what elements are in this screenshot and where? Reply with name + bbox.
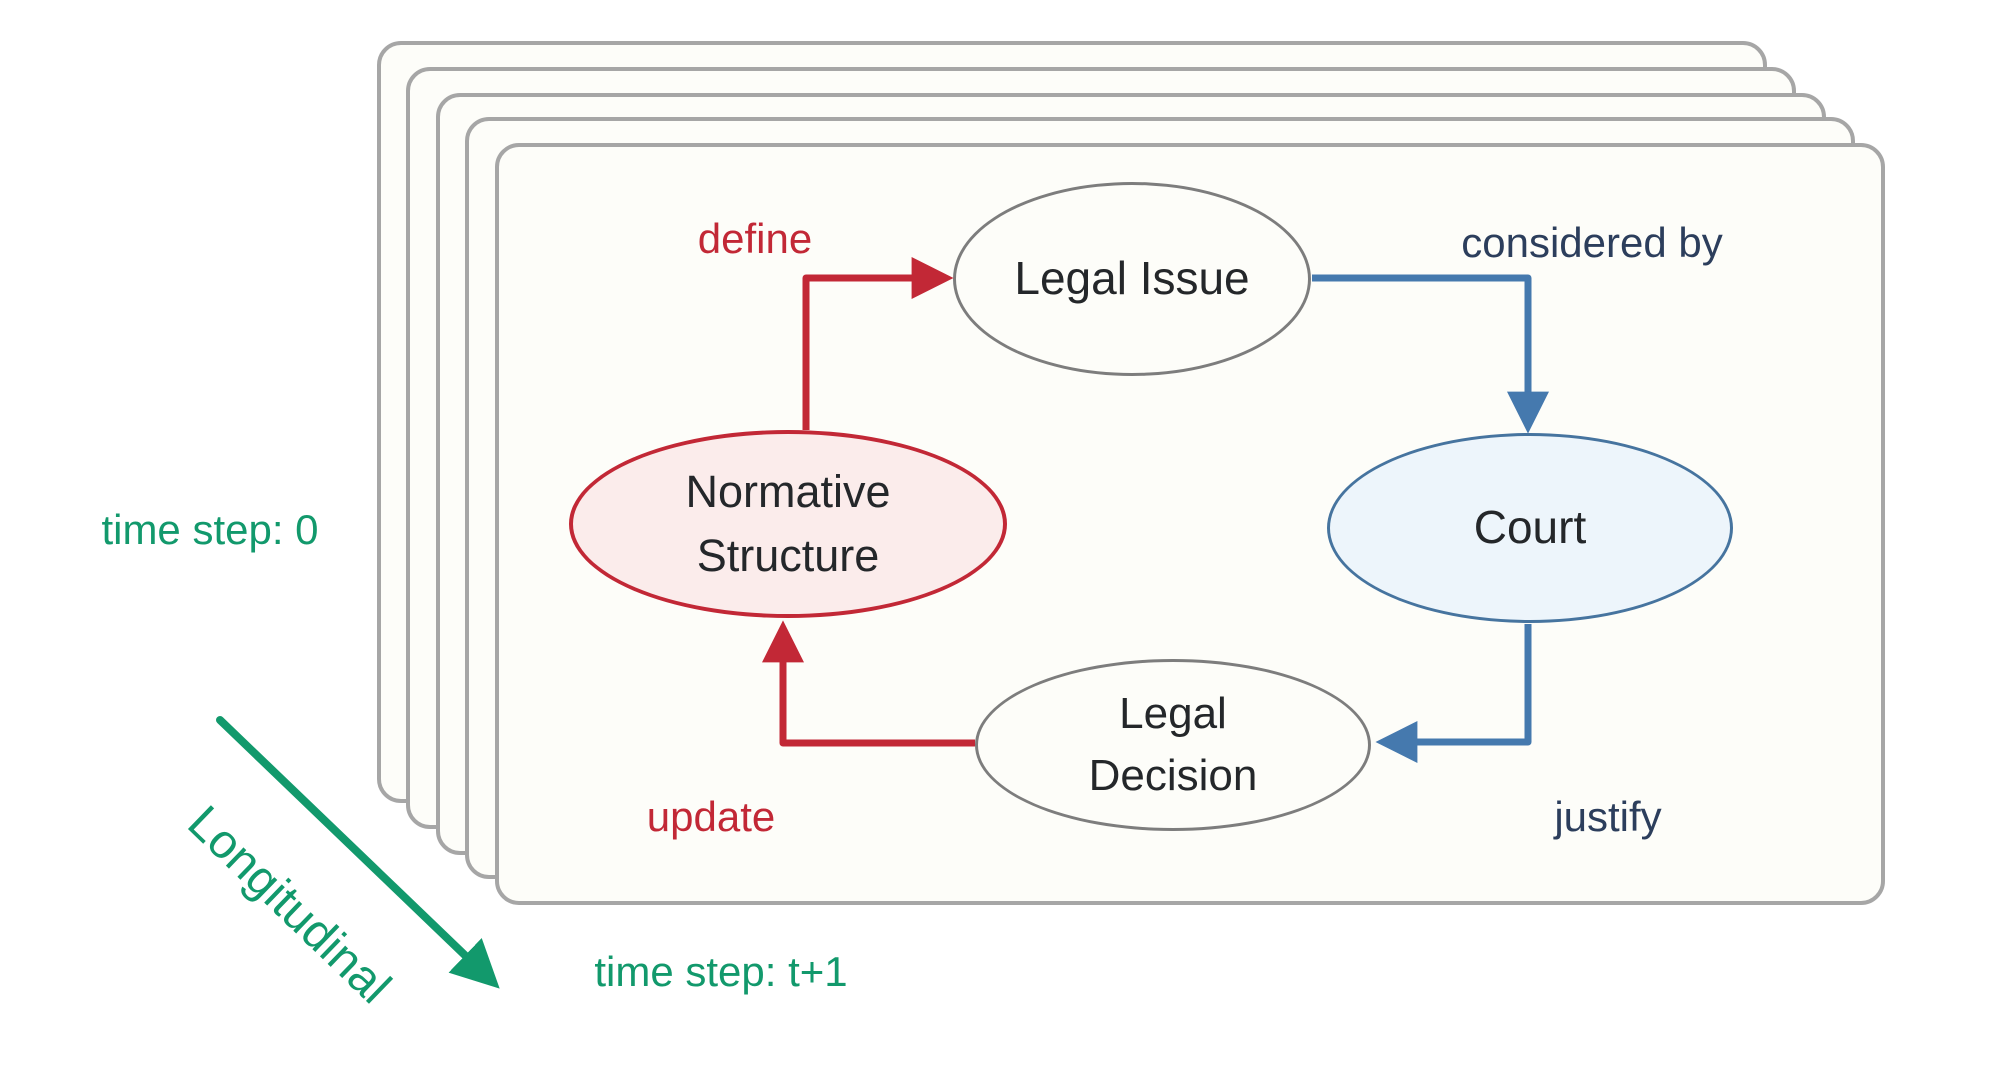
edge-label-justify: justify <box>1554 793 1662 840</box>
node-court: Court <box>1327 433 1733 623</box>
time-step-t1-label: time step: t+1 <box>594 948 848 995</box>
node-normative-structure-label: Normative Structure <box>685 466 891 581</box>
longitudinal-axis-label: Longitudinal <box>177 796 401 1014</box>
node-court-label: Court <box>1473 501 1587 554</box>
node-legal-issue-label: Legal Issue <box>1014 252 1250 305</box>
edge-label-update: update <box>646 793 776 840</box>
time-step-0-label: time step: 0 <box>101 506 319 553</box>
node-normative-structure: Normative Structure <box>569 430 1007 618</box>
node-legal-decision-label: Legal Decision <box>1088 688 1258 800</box>
node-legal-issue: Legal Issue <box>953 182 1311 376</box>
edge-label-define: define <box>697 215 813 262</box>
node-legal-decision: Legal Decision <box>975 659 1371 831</box>
edge-label-considered-by: considered by <box>1461 219 1723 266</box>
